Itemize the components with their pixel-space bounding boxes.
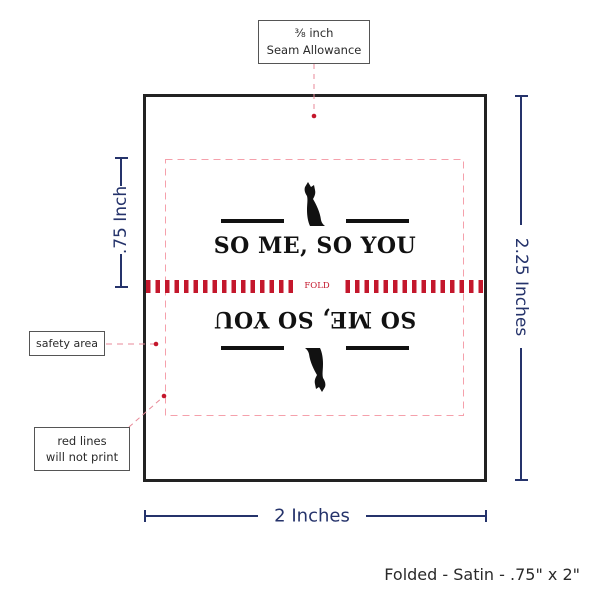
fold-stripe xyxy=(174,280,179,293)
fold-stripe xyxy=(279,280,284,293)
fold-stripe xyxy=(231,280,236,293)
red-lines-leader-dot xyxy=(161,393,167,399)
fold-stripe xyxy=(345,280,350,293)
fold-stripe xyxy=(193,280,198,293)
slogan-text: SO ME, SO YOU xyxy=(213,233,417,259)
fold-stripe xyxy=(364,280,369,293)
rule-top-right xyxy=(346,219,409,223)
fold-stripe xyxy=(146,280,151,293)
fold-stripe xyxy=(222,280,227,293)
safety-leader-dot xyxy=(153,341,159,347)
fold-stripe xyxy=(459,280,464,293)
fold-stripe xyxy=(269,280,274,293)
fold-stripe xyxy=(383,280,388,293)
total-height-dimension xyxy=(515,95,528,481)
total-height-label: 2.25 Inches xyxy=(511,237,531,337)
fold-stripe xyxy=(412,280,417,293)
fold-stripe xyxy=(421,280,426,293)
fold-stripe xyxy=(355,280,360,293)
seam-allowance-label: Seam Allowance xyxy=(266,43,362,57)
fold-stripe xyxy=(212,280,217,293)
rule-top-left xyxy=(221,219,284,223)
cat-silhouette-icon-flipped xyxy=(305,348,326,392)
fold-stripe xyxy=(203,280,208,293)
folded-height-label: .75 Inch xyxy=(111,185,131,255)
width-label: 2 Inches xyxy=(274,505,350,527)
red-lines-leader-line xyxy=(128,396,164,428)
fold-stripe xyxy=(260,280,265,293)
fold-stripe xyxy=(478,280,483,293)
fold-stripe xyxy=(250,280,255,293)
product-spec-caption: Folded - Satin - .75" x 2" xyxy=(384,565,580,584)
fold-stripe xyxy=(374,280,379,293)
fold-label: FOLD xyxy=(297,280,337,292)
seam-allowance-callout: ⅜ inch Seam Allowance xyxy=(258,20,370,64)
cat-silhouette-icon xyxy=(304,182,325,226)
red-lines-line1: red lines xyxy=(57,434,107,448)
fold-stripe xyxy=(469,280,474,293)
fold-stripe xyxy=(155,280,160,293)
seam-leader-dot xyxy=(311,113,317,119)
rule-bottom-right xyxy=(346,346,409,350)
fold-stripe xyxy=(165,280,170,293)
fold-stripe xyxy=(440,280,445,293)
red-lines-line2: will not print xyxy=(45,450,119,464)
red-lines-callout: red lines will not print xyxy=(34,427,130,471)
fold-stripe xyxy=(402,280,407,293)
fold-stripe xyxy=(431,280,436,293)
fold-stripe xyxy=(450,280,455,293)
width-dimension xyxy=(144,510,487,522)
safety-area-callout: safety area xyxy=(29,331,105,356)
fold-stripe xyxy=(288,280,293,293)
fold-stripe xyxy=(241,280,246,293)
fold-stripe xyxy=(393,280,398,293)
slogan-text-flipped: SO ME, SO YOU xyxy=(213,306,417,332)
folded-height-dimension xyxy=(115,157,128,288)
seam-allowance-value: ⅜ inch xyxy=(294,26,334,40)
fold-stripe xyxy=(184,280,189,293)
fold-line xyxy=(146,280,483,293)
rule-bottom-left xyxy=(221,346,284,350)
